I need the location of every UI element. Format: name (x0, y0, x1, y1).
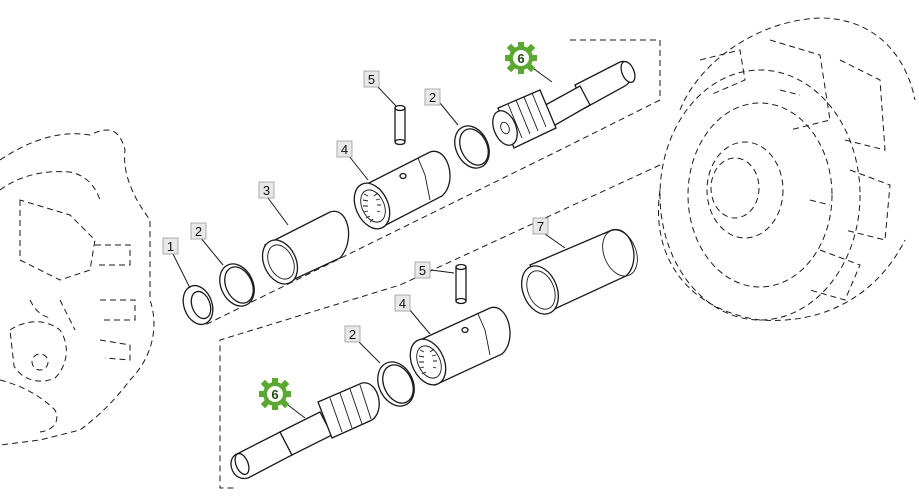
callout-2b-label: 2 (429, 90, 436, 105)
part-6-shaft-lower (230, 382, 380, 480)
part-3-sleeve (261, 210, 350, 285)
part-5-pin-lower (455, 263, 467, 305)
part-5-pin-upper (394, 104, 406, 146)
callout-6a[interactable]: 6 (505, 42, 537, 74)
part-2-ring-c (377, 361, 415, 407)
left-housing (0, 129, 155, 446)
callout-2c-label: 2 (349, 327, 356, 342)
callout-6b[interactable]: 6 (259, 378, 291, 410)
callout-5b[interactable]: 5 (414, 261, 431, 279)
assembly-outline-upper (204, 39, 661, 326)
callout-1[interactable]: 1 (162, 237, 179, 255)
callout-3-label: 3 (263, 183, 270, 198)
callout-7-label: 7 (537, 219, 544, 234)
callout-4a-label: 4 (341, 142, 348, 157)
callout-6b-label: 6 (271, 387, 278, 402)
callout-5b-label: 5 (419, 263, 426, 278)
callout-3[interactable]: 3 (258, 181, 275, 199)
part-2-ring-a (219, 263, 255, 307)
part-6-shaft-upper (492, 60, 636, 149)
callout-4b-label: 4 (399, 296, 406, 311)
callout-1-label: 1 (167, 239, 174, 254)
part-7-sleeve (521, 229, 638, 315)
callout-4b[interactable]: 4 (394, 294, 411, 312)
callout-2b[interactable]: 2 (424, 88, 441, 106)
callout-5a[interactable]: 5 (363, 70, 380, 88)
assembly-outline-lower (219, 164, 661, 489)
callout-7[interactable]: 7 (532, 217, 549, 235)
gear-badge-icon (259, 378, 291, 410)
part-1-washer (182, 284, 214, 326)
callout-4a[interactable]: 4 (336, 140, 353, 158)
part-2-ring-b (454, 125, 490, 169)
callout-2a-label: 2 (195, 224, 202, 239)
right-wheel-hub (658, 17, 916, 321)
callout-5a-label: 5 (368, 72, 375, 87)
callout-6a-label: 6 (517, 51, 524, 66)
part-4-coupling-lower (409, 306, 511, 386)
gear-badge-icon (505, 42, 537, 74)
part-4-coupling-upper (353, 150, 451, 230)
leader-lines (171, 65, 566, 419)
callout-2c[interactable]: 2 (344, 325, 361, 343)
callout-2a[interactable]: 2 (190, 222, 207, 240)
